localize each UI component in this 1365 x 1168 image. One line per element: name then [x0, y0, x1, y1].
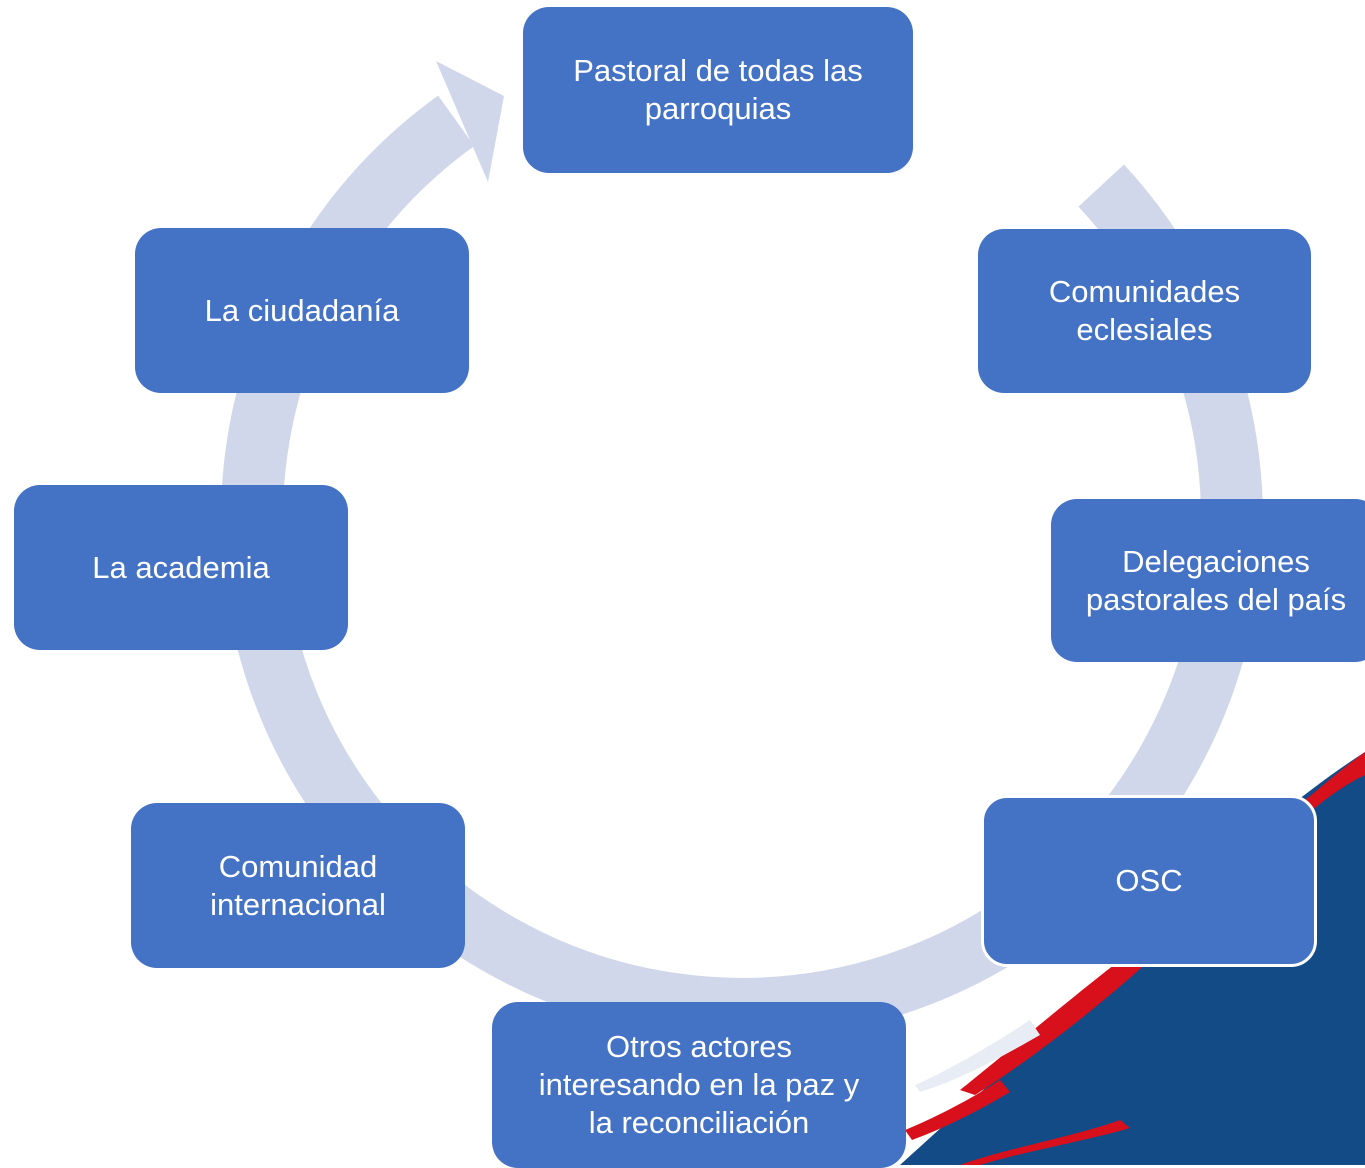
- node-comunidad-internacional-label: Comunidad internacional: [210, 848, 386, 922]
- node-pastoral: Pastoral de todas las parroquias: [523, 7, 913, 173]
- node-delegaciones-label: Delegaciones pastorales del país: [1085, 543, 1347, 617]
- node-otros-actores: Otros actores interesando en la paz y la…: [492, 1002, 906, 1168]
- node-comunidad-internacional: Comunidad internacional: [131, 803, 465, 968]
- node-otros-actores-label: Otros actores interesando en la paz y la…: [538, 1029, 860, 1140]
- node-ciudadania: La ciudadanía: [135, 228, 469, 393]
- node-ciudadania-label: La ciudadanía: [204, 292, 400, 328]
- arrow-head-icon: [436, 61, 504, 182]
- node-comunidades-eclesiales: Comunidades eclesiales: [978, 229, 1311, 393]
- node-academia: La academia: [14, 485, 348, 650]
- node-osc-label: OSC: [1115, 863, 1183, 898]
- node-delegaciones: Delegaciones pastorales del país: [1051, 499, 1365, 662]
- node-osc: OSC: [981, 795, 1317, 967]
- node-academia-label: La academia: [92, 549, 270, 585]
- node-comunidades-eclesiales-label: Comunidades eclesiales: [1048, 274, 1241, 347]
- node-pastoral-label: Pastoral de todas las parroquias: [573, 53, 863, 126]
